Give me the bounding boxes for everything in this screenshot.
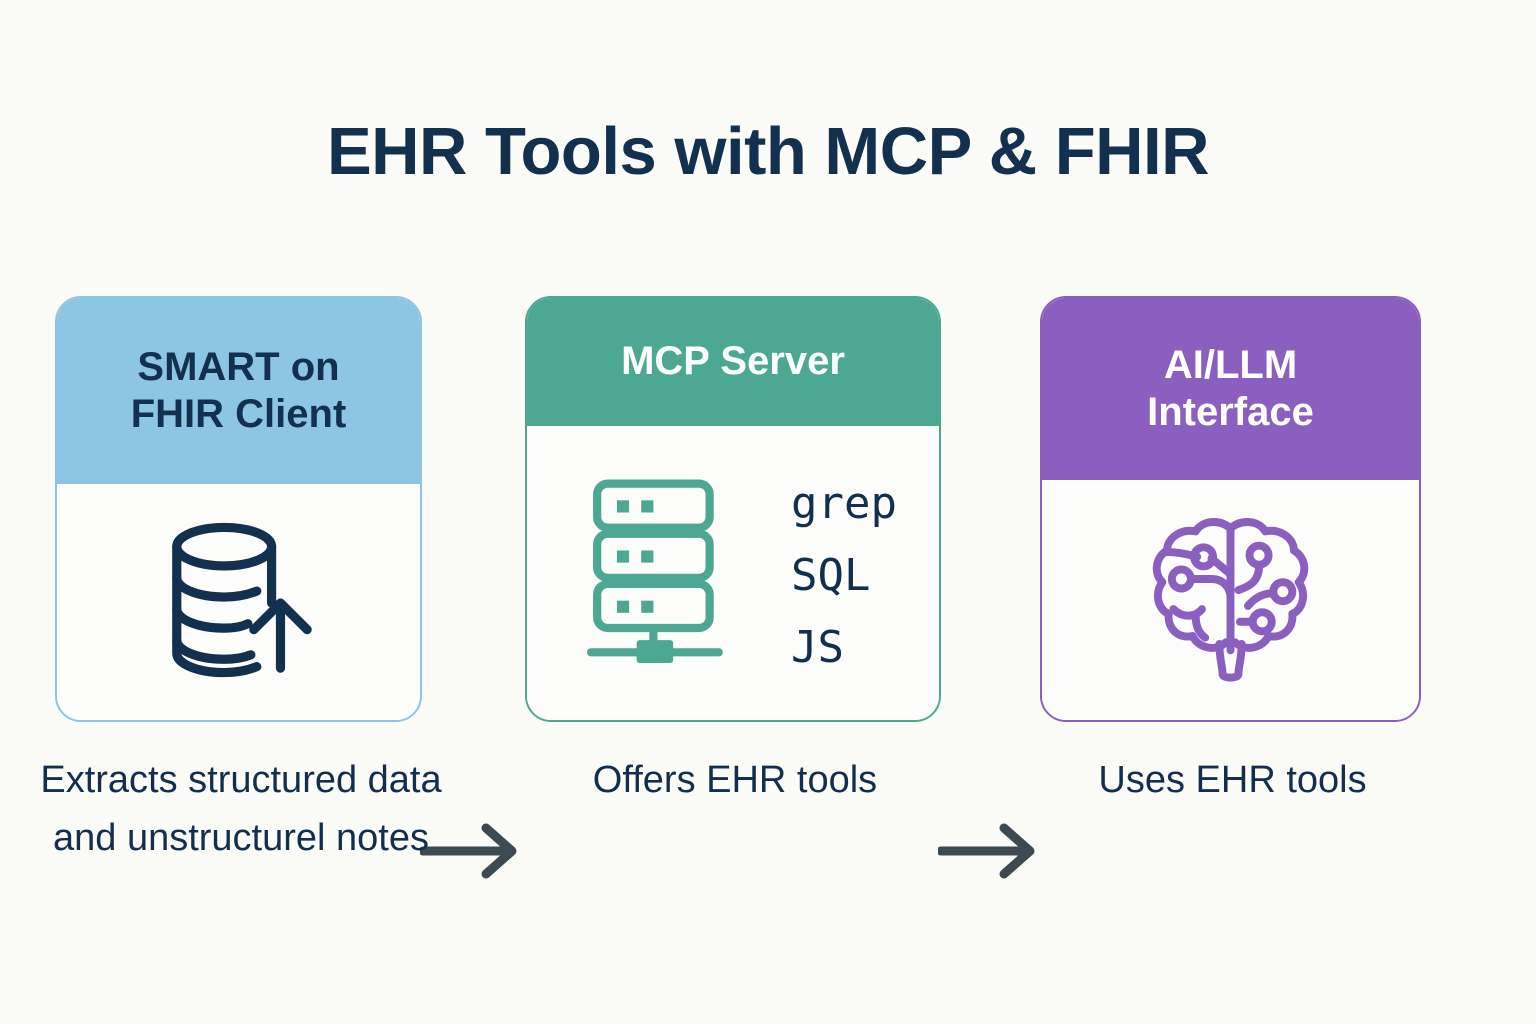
tool-item-sql: SQL <box>791 550 871 601</box>
card-header-ai-llm-interface: AI/LLM Interface <box>1042 298 1419 480</box>
card-header-mcp-server: MCP Server <box>527 298 939 426</box>
card-ai-llm-interface[interactable]: AI/LLM Interface <box>1040 296 1421 722</box>
caption-smart-on-fhir-client: Extracts structured data and unstructure… <box>40 759 442 859</box>
database-upload-icon <box>164 520 314 685</box>
page-title: EHR Tools with MCP & FHIR <box>326 114 1210 189</box>
arrow-client-to-server <box>418 816 530 886</box>
server-rack-icon <box>585 476 737 671</box>
arrow-server-to-ai <box>936 816 1048 886</box>
tool-list: grep SQL JS <box>791 482 897 670</box>
tool-item-js: JS <box>791 622 844 673</box>
card-title-line-2: FHIR Client <box>130 392 347 436</box>
card-body-ai-llm-interface <box>1042 480 1419 720</box>
tool-item-grep: grep <box>791 478 897 529</box>
card-smart-on-fhir-client[interactable]: SMART on FHIR Client <box>55 296 422 722</box>
card-header-smart-on-fhir-client: SMART on FHIR Client <box>57 298 420 484</box>
card-title-line-1: AI/LLM <box>1163 342 1298 387</box>
card-title-line-1: MCP Server <box>621 339 845 384</box>
flow-diagram: SMART on FHIR Client <box>0 296 1536 879</box>
brain-circuit-icon <box>1148 514 1313 687</box>
card-body-smart-on-fhir-client <box>57 484 420 720</box>
caption-mcp-server: Offers EHR tools <box>592 759 878 801</box>
card-body-mcp-server: grep SQL JS <box>527 426 939 720</box>
card-title-line-1: SMART on <box>137 344 340 389</box>
card-title-line-2: Interface <box>1147 390 1314 434</box>
card-mcp-server[interactable]: MCP Server <box>525 296 941 722</box>
caption-ai-llm-interface: Uses EHR tools <box>1098 759 1367 801</box>
